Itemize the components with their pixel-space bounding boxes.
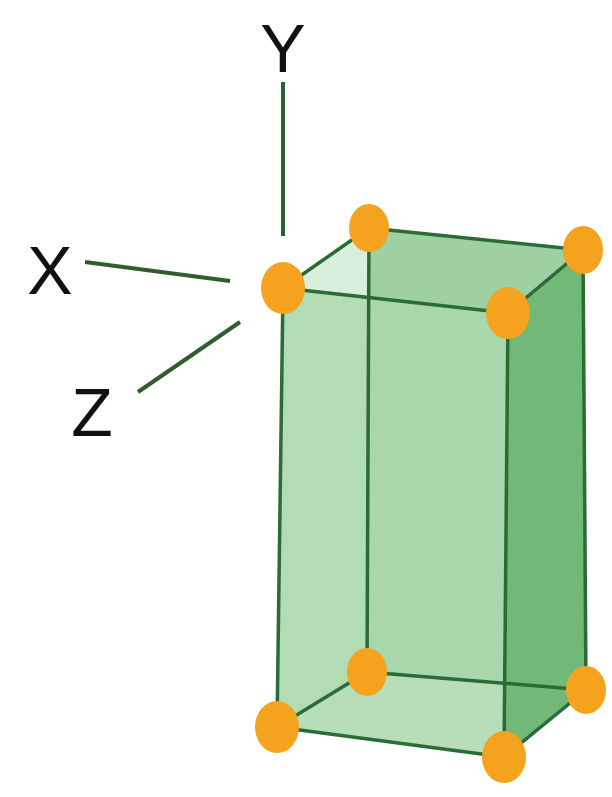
lattice-point — [261, 262, 305, 314]
lattice-point — [255, 701, 299, 753]
cell-edge — [277, 727, 504, 757]
cell-edge — [367, 228, 369, 672]
cell-edge — [277, 288, 283, 727]
lattice-point — [347, 648, 387, 696]
lattice-point — [349, 204, 389, 252]
x-axis-line — [85, 262, 230, 281]
y-axis-line — [281, 82, 285, 236]
cell-edge — [369, 228, 583, 250]
lattice-point — [486, 287, 530, 339]
lattice-point — [566, 666, 606, 714]
faces — [277, 228, 586, 757]
cell-edge — [504, 313, 508, 757]
axis-label: Y — [260, 14, 305, 82]
cell-edge — [283, 288, 508, 313]
edges — [277, 228, 586, 757]
axis-label: X — [27, 236, 72, 304]
cell-edge — [583, 250, 586, 690]
z-axis-line — [138, 322, 240, 392]
lattice-point — [563, 226, 603, 274]
cell-edge — [367, 672, 586, 690]
front-face — [277, 288, 508, 757]
lattice-points — [255, 204, 606, 783]
lattice-point — [482, 731, 526, 783]
axes — [85, 82, 283, 392]
axis-label: Z — [71, 378, 113, 446]
